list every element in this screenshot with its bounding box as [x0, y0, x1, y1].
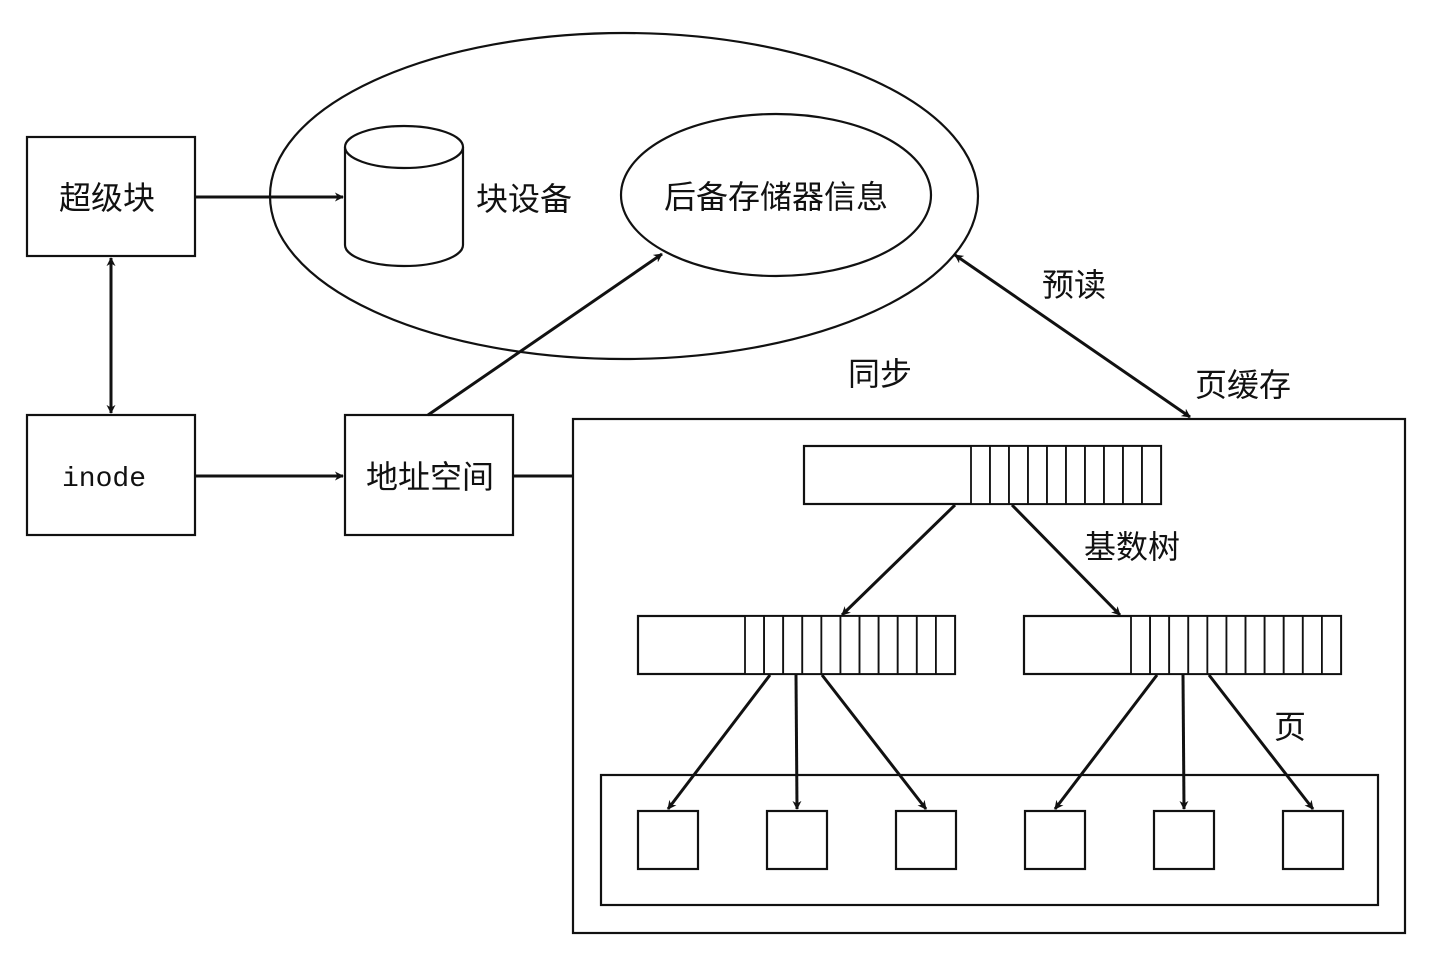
radix-root-slot: [1084, 445, 1105, 505]
page-box: [1281, 809, 1345, 871]
radix-root-slot: [1103, 445, 1124, 505]
page-cache-label: 页缓存: [1195, 366, 1291, 404]
radix-right-slot: [1321, 615, 1342, 675]
edge-root-to-left-node: [840, 503, 957, 617]
radix-root-slot: [1122, 445, 1143, 505]
backing-dev-info-label: 后备存储器信息: [664, 178, 888, 216]
radix-left-slot: [915, 615, 937, 675]
address-space-label: 地址空间: [366, 458, 494, 496]
edge-node-to-page: [666, 674, 772, 810]
radix-right-slot: [1301, 615, 1323, 675]
radix-right-slot: [1130, 615, 1151, 675]
sync-label: 同步: [848, 355, 912, 393]
radix-tree-left-node: [636, 614, 957, 676]
radix-right-slot: [1225, 615, 1247, 675]
radix-root-slot: [1065, 445, 1086, 505]
pages-container: [599, 773, 1380, 907]
radix-left-slot: [763, 615, 785, 675]
radix-left-slot: [839, 615, 861, 675]
inode-label: inode: [62, 464, 146, 495]
page-edges-group: [666, 674, 1315, 810]
radix-right-slot: [1149, 615, 1171, 675]
radix-tree-right-node: [1022, 614, 1343, 676]
page-box: [1023, 809, 1087, 871]
radix-left-slot: [858, 615, 880, 675]
inode-box: [25, 413, 197, 537]
readahead-label: 预读: [1042, 266, 1106, 304]
edge-readahead: [954, 253, 1191, 419]
radix-right-slot: [1206, 615, 1228, 675]
radix-left-slot: [877, 615, 899, 675]
page-box: [636, 809, 700, 871]
radix-tree-label: 基数树: [1084, 528, 1180, 566]
radix-root-slot: [1027, 445, 1048, 505]
radix-root-slot: [1046, 445, 1067, 505]
radix-tree-root-node: [802, 444, 1163, 506]
superblock-box: [25, 135, 197, 258]
radix-left-slot: [935, 615, 956, 675]
radix-root-slot: [989, 445, 1010, 505]
pages-group: [636, 809, 1345, 871]
address-space-box: [343, 413, 515, 537]
edge-node-to-page: [1053, 674, 1159, 810]
edge-node-to-page: [792, 674, 802, 810]
page-box: [765, 809, 829, 871]
radix-left-slot: [744, 615, 765, 675]
edge-node-to-page: [1179, 674, 1189, 810]
block-device-cylinder-icon: [343, 124, 465, 268]
block-device-label: 块设备: [476, 180, 572, 218]
radix-root-slot: [1141, 445, 1162, 505]
radix-right-slot: [1282, 615, 1304, 675]
radix-root-slot: [1008, 445, 1029, 505]
radix-left-slot: [896, 615, 918, 675]
page-label: 页: [1274, 708, 1306, 746]
radix-right-slot: [1244, 615, 1266, 675]
radix-left-slot: [820, 615, 842, 675]
radix-right-slot: [1263, 615, 1285, 675]
edge-node-to-page: [820, 674, 928, 810]
page-box: [894, 809, 958, 871]
edge-node-to-page: [1207, 674, 1315, 810]
edge-root-to-right-node: [1010, 503, 1122, 617]
radix-left-slot: [801, 615, 823, 675]
radix-right-slot: [1168, 615, 1190, 675]
superblock-label: 超级块: [59, 179, 155, 217]
radix-right-slot: [1187, 615, 1209, 675]
edge-address-space-to-backing-dev-info: [427, 252, 663, 417]
backing-dev-info-ellipse: [619, 112, 933, 278]
page-box: [1152, 809, 1216, 871]
radix-root-slot: [970, 445, 991, 505]
radix-left-slot: [782, 615, 804, 675]
